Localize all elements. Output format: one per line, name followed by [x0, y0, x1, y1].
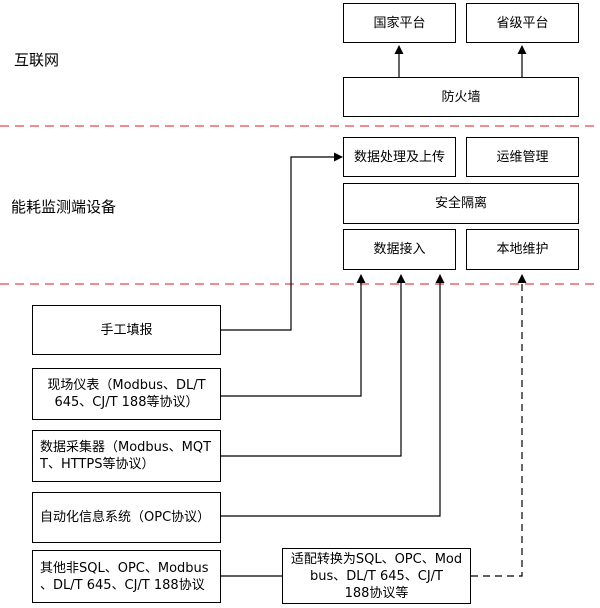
adapter-conversion-label: 适配转换为SQL、OPC、Mod bus、DL/T 645、CJ/T 188协议… [290, 551, 463, 601]
local-maintenance-label: 本地维护 [496, 242, 549, 257]
arrow-automation-to-access [220, 274, 445, 517]
data-processing-label: 数据处理及上传 [353, 149, 445, 165]
other-protocols-box: 其他非SQL、OPC、Modbus 、DL/T 645、CJ/T 188协议 [32, 550, 221, 603]
field-meter-label: 现场仪表（Modbus、DL/T 645、CJ/T 188等协议） [47, 378, 206, 410]
provincial-platform-box: 省级平台 [466, 3, 579, 43]
field-meter-box: 现场仪表（Modbus、DL/T 645、CJ/T 188等协议） [32, 368, 221, 420]
arrow-adapter-to-local-maintenance [471, 274, 527, 577]
zone-label-internet: 互联网 [14, 51, 60, 69]
provincial-platform-label: 省级平台 [496, 15, 549, 31]
data-access-label: 数据接入 [373, 242, 426, 257]
data-processing-box: 数据处理及上传 [343, 137, 456, 177]
automation-system-box: 自动化信息系统（OPC协议） [32, 492, 221, 543]
security-isolation-label: 安全隔离 [434, 196, 487, 211]
ops-management-box: 运维管理 [466, 137, 579, 177]
automation-system-label: 自动化信息系统（OPC协议） [40, 510, 211, 525]
zone-label-device: 能耗监测端设备 [11, 198, 117, 216]
adapter-conversion-box: 适配转换为SQL、OPC、Mod bus、DL/T 645、CJ/T 188协议… [282, 548, 471, 604]
national-platform-label: 国家平台 [373, 15, 426, 31]
security-isolation-box: 安全隔离 [343, 183, 579, 224]
data-collector-label: 数据采集器（Modbus、MQT T、HTTPS等协议） [40, 440, 212, 472]
data-access-box: 数据接入 [343, 229, 456, 270]
data-collector-box: 数据采集器（Modbus、MQT T、HTTPS等协议） [32, 430, 221, 482]
national-platform-box: 国家平台 [343, 3, 456, 43]
arrow-collector-to-access [220, 274, 406, 457]
local-maintenance-box: 本地维护 [466, 229, 579, 270]
arrow-meter-to-access [220, 274, 366, 397]
manual-entry-box: 手工填报 [32, 305, 221, 355]
firewall-label: 防火墙 [441, 89, 481, 105]
manual-entry-label: 手工填报 [100, 322, 153, 338]
firewall-box: 防火墙 [343, 77, 579, 117]
other-protocols-label: 其他非SQL、OPC、Modbus 、DL/T 645、CJ/T 188协议 [40, 560, 209, 593]
arrow-manual-to-processing [221, 152, 343, 331]
ops-management-label: 运维管理 [496, 149, 549, 165]
